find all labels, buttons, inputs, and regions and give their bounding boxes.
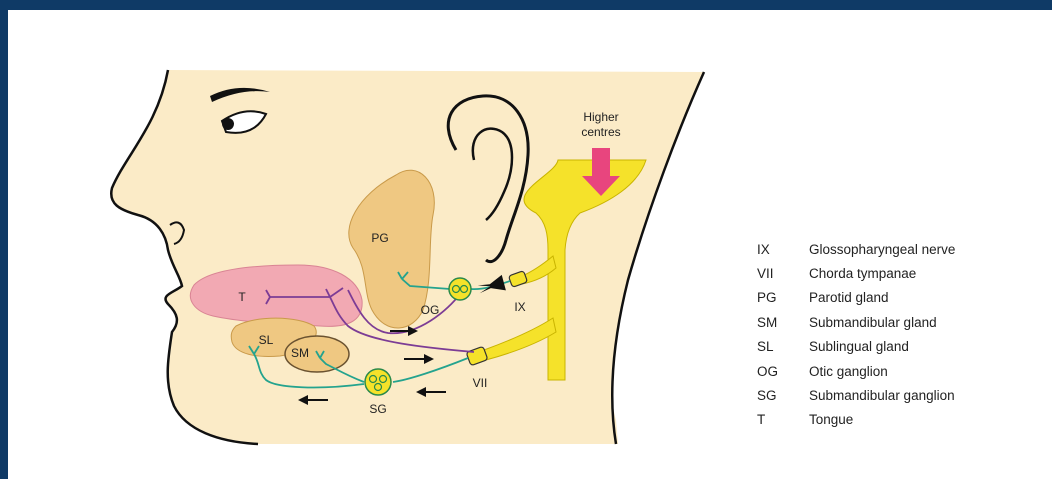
label-sl: SL [259, 333, 274, 347]
pupil [222, 118, 234, 130]
label-sm: SM [291, 346, 309, 360]
higher-centres-label-line1: Higher [583, 110, 618, 124]
legend-abbreviation: OG [757, 364, 809, 379]
legend-abbreviation: VII [757, 266, 809, 281]
higher-centres-label-line2: centres [581, 125, 620, 139]
submandibular-ganglion [365, 369, 391, 395]
legend-abbreviation: SM [757, 315, 809, 330]
legend-abbreviation: SL [757, 339, 809, 354]
legend-abbreviation: PG [757, 290, 809, 305]
legend-description: Parotid gland [809, 290, 889, 305]
legend-description: Glossopharyngeal nerve [809, 242, 955, 257]
legend-description: Otic ganglion [809, 364, 888, 379]
legend-abbreviation: IX [757, 242, 809, 257]
tongue [190, 265, 362, 326]
figure-panel: Higher centres PG T SL SM OG IX VII SG I… [8, 10, 1052, 479]
label-ix: IX [514, 300, 525, 314]
legend-abbreviation: T [757, 412, 809, 427]
legend-description: Submandibular gland [809, 315, 937, 330]
label-vii: VII [473, 376, 488, 390]
otic-ganglion [449, 278, 471, 300]
legend-description: Chorda tympanae [809, 266, 916, 281]
legend-description: Tongue [809, 412, 853, 427]
legend-description: Submandibular ganglion [809, 388, 955, 403]
label-t: T [238, 290, 246, 304]
label-og: OG [421, 303, 440, 317]
legend-description: Sublingual gland [809, 339, 909, 354]
legend-abbreviation: SG [757, 388, 809, 403]
label-pg: PG [371, 231, 388, 245]
label-sg: SG [369, 402, 386, 416]
